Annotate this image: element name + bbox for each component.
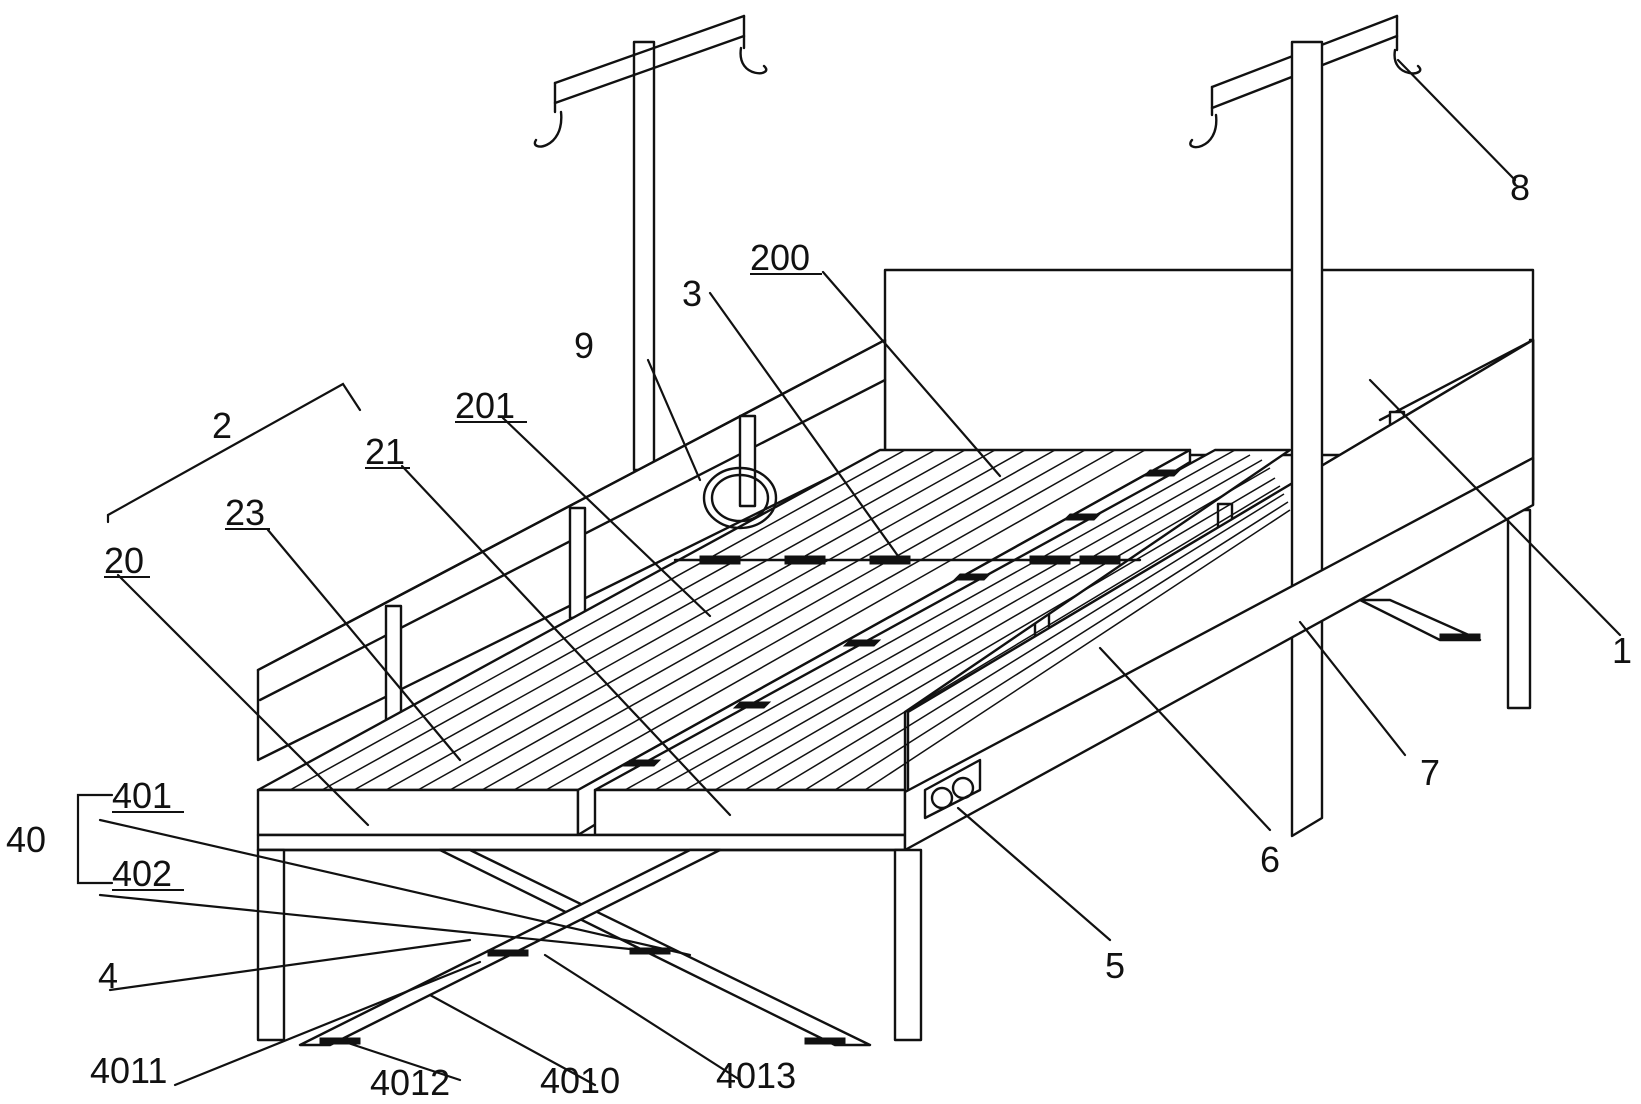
iv-pole-right-shaft [1290, 40, 1324, 838]
label-402: 402 [112, 853, 172, 894]
label-4012: 4012 [370, 1062, 450, 1103]
label-21: 21 [365, 431, 405, 472]
label-3: 3 [682, 273, 702, 314]
leg-front-left [256, 848, 286, 1042]
hook-icon [1189, 113, 1218, 149]
scissor-lift-rear [1358, 598, 1482, 642]
iv-pole-left [533, 14, 768, 472]
label-9: 9 [574, 325, 594, 366]
leg-front-right [893, 848, 923, 1042]
slats-right [624, 449, 1291, 791]
label-7: 7 [1420, 752, 1440, 793]
hook-icon [739, 46, 768, 75]
ring-handle [702, 466, 778, 530]
label-4010: 4010 [540, 1060, 620, 1101]
label-8: 8 [1510, 167, 1530, 208]
control-box [923, 758, 982, 820]
bed-frame-front [256, 456, 1535, 852]
hook-icon [533, 110, 563, 148]
label-4011: 4011 [90, 1050, 167, 1091]
leader-lines [98, 58, 1622, 1087]
label-401: 401 [112, 775, 172, 816]
hinge-blocks [622, 469, 1182, 767]
label-1: 1 [1612, 630, 1632, 671]
label-6: 6 [1260, 839, 1280, 880]
label-5: 5 [1105, 945, 1125, 986]
label-200: 200 [750, 237, 810, 278]
bed-board-right [593, 448, 1292, 837]
label-20: 20 [104, 540, 144, 581]
label-40: 40 [6, 819, 46, 860]
label-23: 23 [225, 492, 265, 533]
reference-labels: 1 8 7 6 5 9 3 200 201 21 23 2 20 40 401 … [6, 167, 1632, 1103]
label-4: 4 [98, 955, 118, 996]
label-201: 201 [455, 385, 515, 426]
label-4013: 4013 [716, 1055, 796, 1096]
bracket-40 [76, 793, 114, 885]
label-2: 2 [212, 405, 232, 446]
hook-icon [1393, 48, 1422, 75]
far-side-rail [256, 338, 1535, 762]
scissor-lift [298, 848, 872, 1047]
